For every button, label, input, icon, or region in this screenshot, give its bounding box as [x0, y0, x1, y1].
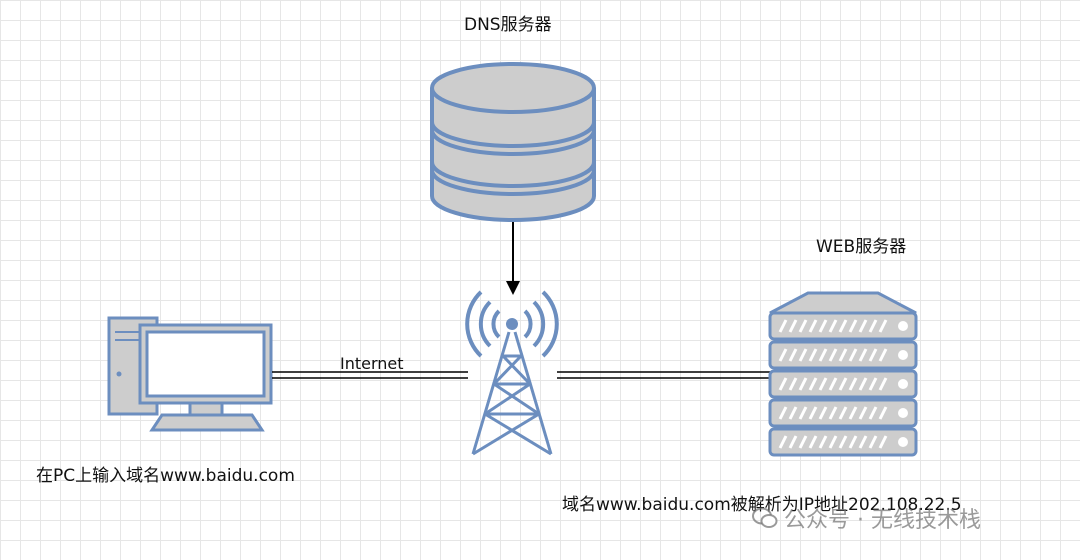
- tower-to-server-link: [557, 371, 771, 379]
- pc-caption: 在PC上输入域名www.baidu.com: [36, 466, 295, 486]
- radio-tower-icon: [465, 290, 559, 456]
- watermark-text: 公众号 · 无线技术栈: [784, 508, 981, 533]
- watermark: 公众号 · 无线技术栈: [752, 502, 981, 534]
- desktop-pc-icon: [107, 316, 273, 432]
- wechat-icon: [752, 507, 778, 528]
- database-icon: [430, 62, 596, 222]
- server-rack-icon: [768, 291, 918, 457]
- internet-label: Internet: [340, 354, 404, 373]
- web-server-caption: 域名www.baidu.com被解析为IP地址202.108.22.5: [562, 495, 962, 515]
- pc-to-tower-link: [272, 371, 468, 379]
- dns-to-tower-arrow: [506, 222, 520, 295]
- dns-server-label: DNS服务器: [464, 15, 552, 35]
- web-server-label: WEB服务器: [816, 237, 907, 257]
